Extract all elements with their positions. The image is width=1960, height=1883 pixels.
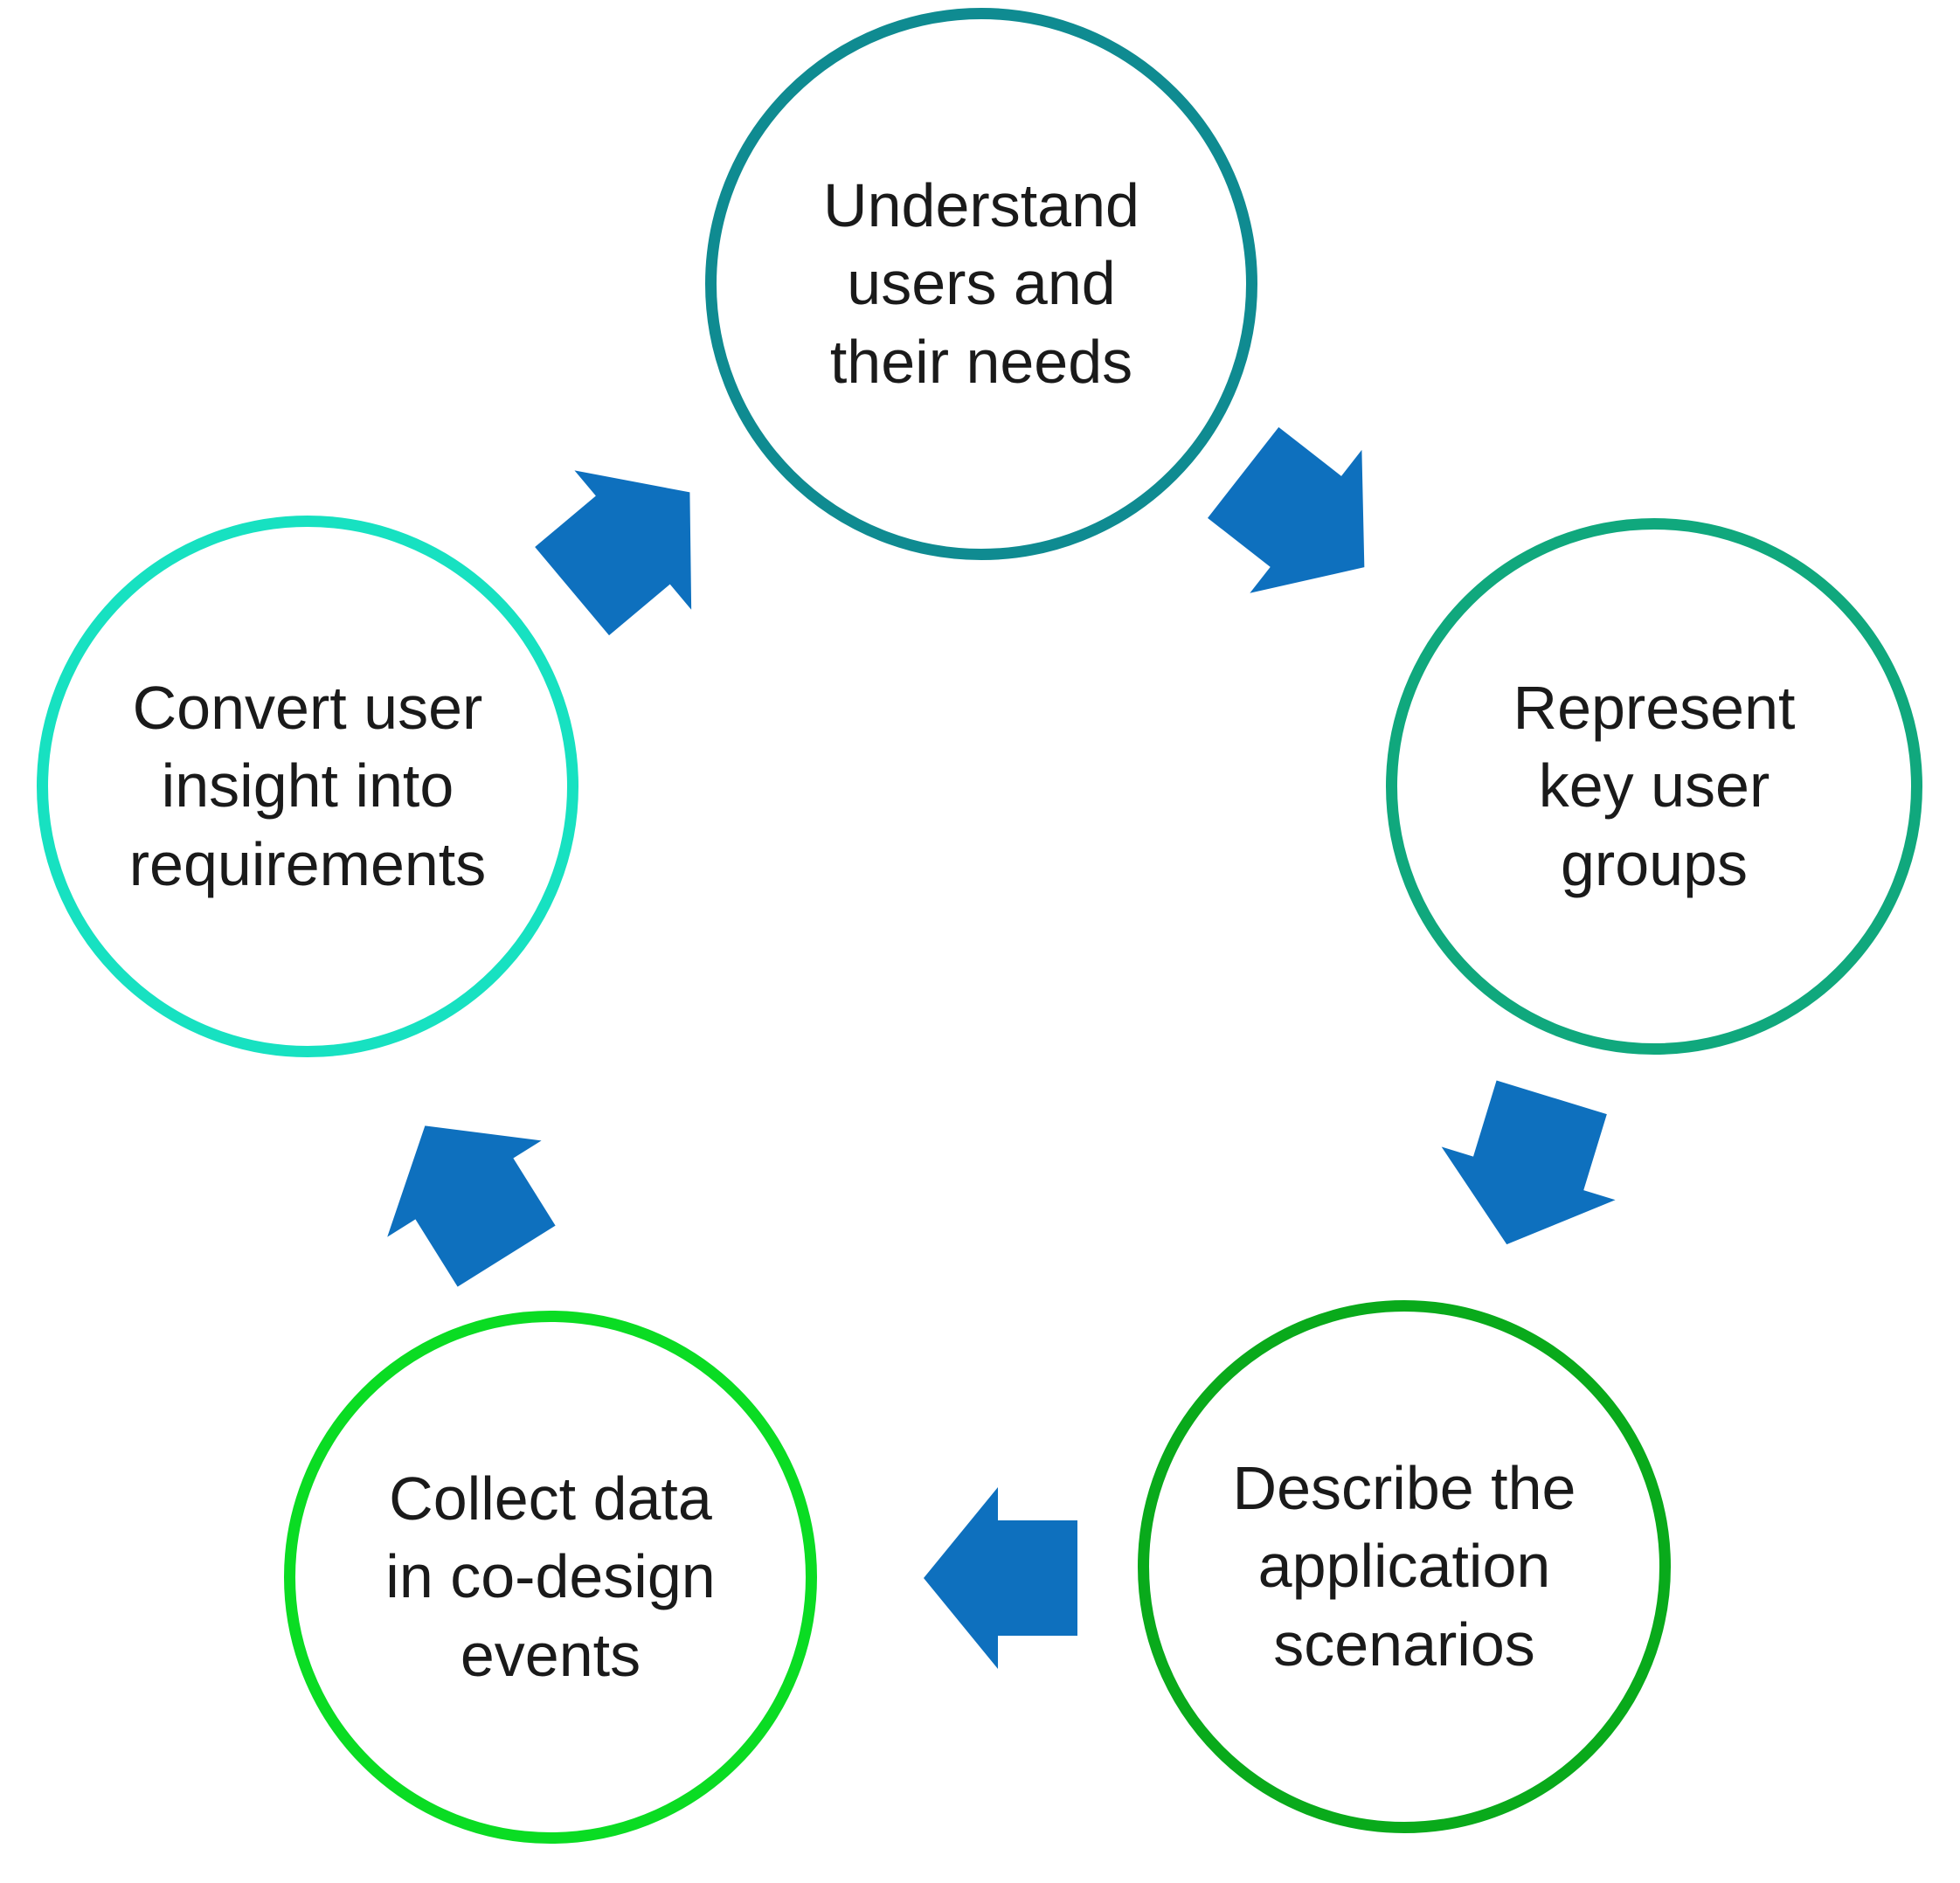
step-label-represent-key-user-groups: Represent key user groups: [1513, 669, 1796, 904]
label-line: Represent: [1513, 673, 1796, 742]
label-line: scenarios: [1273, 1610, 1535, 1679]
label-line: requirements: [128, 829, 487, 898]
label-line: their needs: [829, 327, 1133, 396]
label-line: insight into: [161, 751, 454, 820]
step-circle-understand-users: Understand users and their needs: [705, 8, 1257, 560]
flow-arrow-collect-to-convert-icon: [387, 1125, 556, 1287]
label-line: application: [1257, 1532, 1551, 1601]
step-circle-describe-application-scenarios: Describe the application scenarios: [1138, 1300, 1671, 1833]
label-line: in co-design: [385, 1542, 716, 1611]
step-label-convert-insight-requirements: Convert user insight into requirements: [129, 669, 487, 904]
label-line: users and: [847, 249, 1116, 318]
step-circle-convert-insight-requirements: Convert user insight into requirements: [37, 516, 578, 1057]
step-label-collect-data-codesign: Collect data in co-design events: [385, 1460, 715, 1695]
label-line: Collect data: [389, 1464, 712, 1533]
step-circle-represent-key-user-groups: Represent key user groups: [1386, 518, 1922, 1055]
label-line: Describe the: [1232, 1453, 1576, 1522]
flow-arrow-convert-to-understand-icon: [535, 470, 692, 636]
label-line: Convert user: [132, 673, 483, 742]
label-line: events: [460, 1620, 641, 1689]
flow-arrow-understand-to-represent-icon: [1208, 426, 1365, 593]
step-label-describe-application-scenarios: Describe the application scenarios: [1233, 1450, 1576, 1685]
label-line: Understand: [823, 170, 1139, 239]
step-circle-collect-data-codesign: Collect data in co-design events: [284, 1311, 817, 1844]
step-label-understand-users: Understand users and their needs: [823, 167, 1139, 402]
flow-arrow-describe-to-collect-icon: [924, 1487, 1077, 1669]
label-line: key user: [1538, 751, 1770, 820]
label-line: groups: [1560, 829, 1749, 898]
flow-arrow-represent-to-describe-icon: [1441, 1080, 1616, 1245]
